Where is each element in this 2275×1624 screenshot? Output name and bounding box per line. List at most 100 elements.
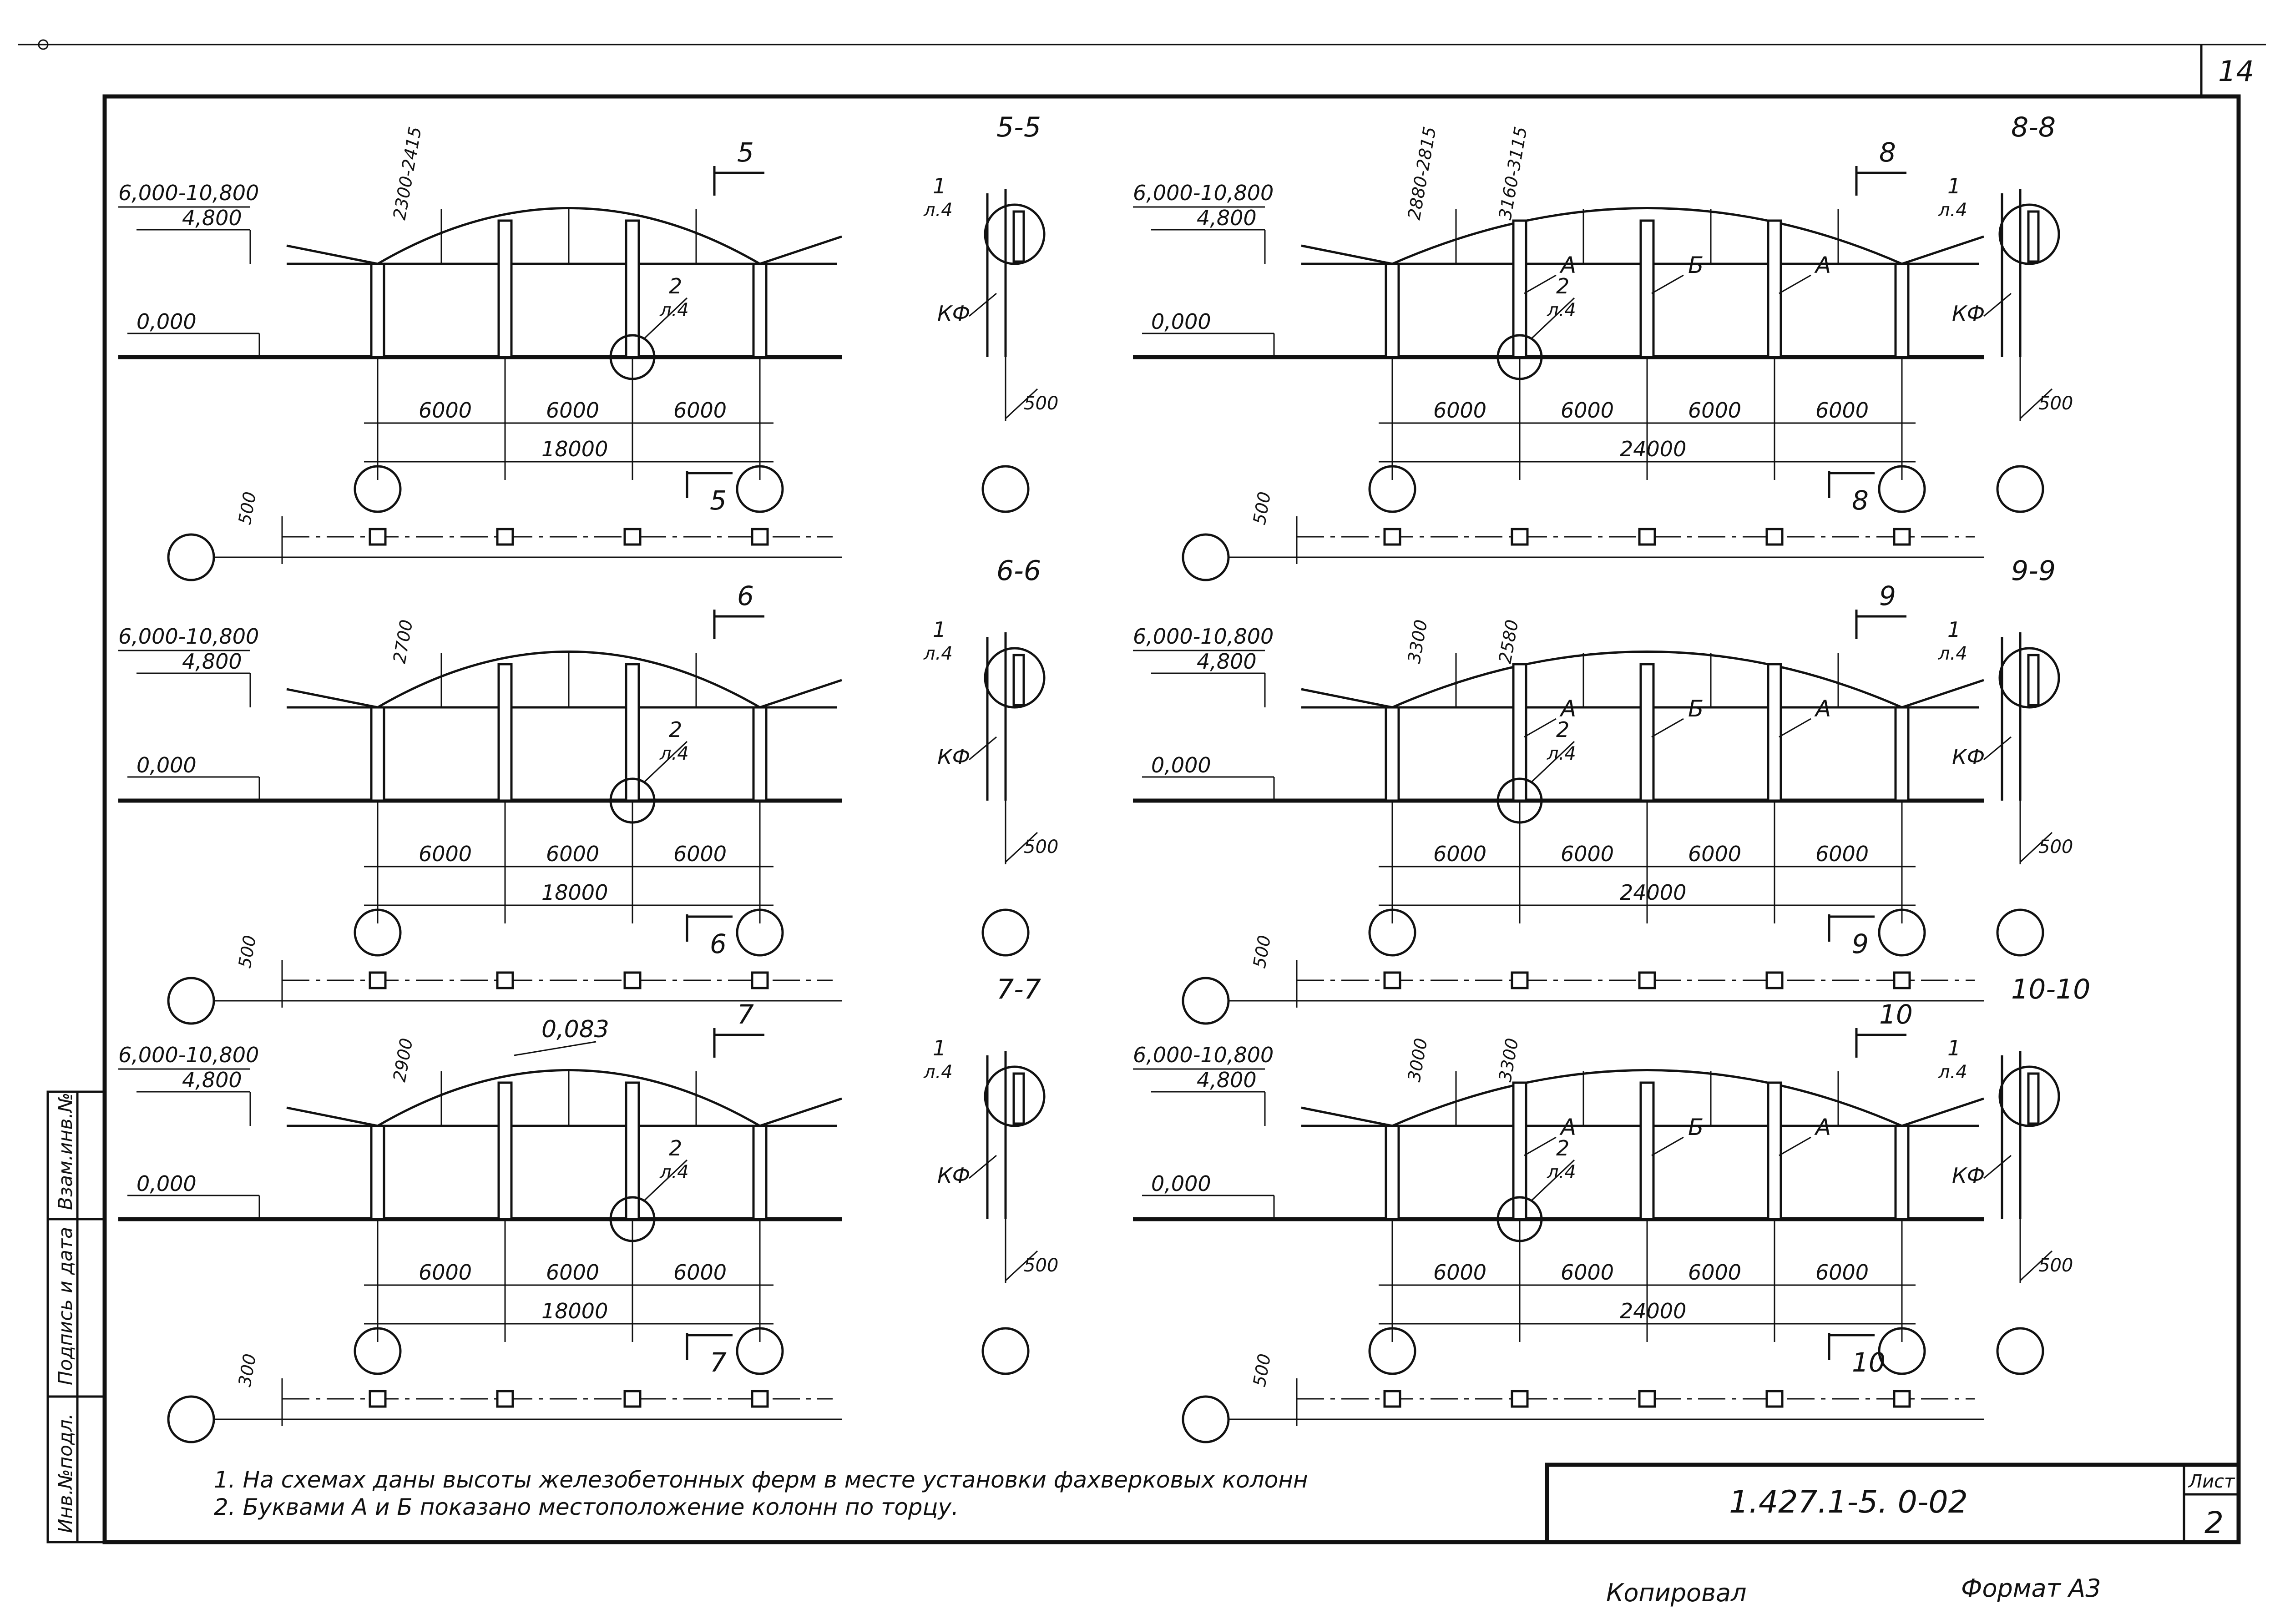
column-letter: А (1559, 1114, 1576, 1140)
stamp-inventory-original: Инв.№подл. (54, 1413, 76, 1533)
offset-dimension: 500 (2038, 837, 2073, 857)
column (1894, 706, 1910, 802)
column (1385, 262, 1400, 358)
sheet-number-corner: 14 (2218, 55, 2254, 88)
level-eaves: 4,800 (182, 206, 242, 230)
detail-callout-circle (1496, 777, 1543, 824)
column (1894, 262, 1910, 358)
node-callout-number: 1 (933, 174, 946, 198)
axis-bubble (1368, 908, 1416, 957)
axis-bubble (981, 908, 1030, 957)
axis-bubble (1878, 908, 1926, 957)
level-eaves: 4,800 (1197, 206, 1257, 230)
detail-callout-circle (1496, 1196, 1543, 1242)
section-mark-bottom: 5 (710, 485, 727, 516)
detail-callout-circle (609, 1196, 656, 1242)
spacing-dimension: 6000 (1688, 842, 1741, 866)
paper-format-label: Формат А3 (1961, 1574, 2101, 1603)
level-top-range: 6,000-10,800 (1133, 1043, 1274, 1067)
axis-bubble (981, 1327, 1030, 1375)
level-ground: 0,000 (136, 309, 197, 334)
level-ground: 0,000 (136, 753, 197, 777)
section-mark-top: 7 (737, 999, 754, 1030)
axis-bubble (354, 465, 402, 513)
spacing-dimension: 6000 (419, 842, 472, 866)
spacing-dimension: 6000 (1433, 398, 1486, 423)
callout-ref: л.4 (659, 743, 689, 764)
axis-bubble (1368, 1327, 1416, 1375)
span-dimension: 24000 (1620, 437, 1686, 461)
detail-callout-circle (609, 334, 656, 380)
axis-bubble (981, 465, 1030, 513)
column (370, 1125, 385, 1221)
column-letter: А (1559, 696, 1576, 722)
detail-callout-circle (609, 777, 656, 824)
offset-dimension: 500 (2038, 1255, 2073, 1276)
column (752, 706, 768, 802)
section-mark-bottom: 7 (710, 1347, 727, 1378)
callout-ref: л.4 (659, 1162, 689, 1183)
callout-number: 2 (669, 1136, 682, 1160)
offset-dimension: 500 (1024, 393, 1058, 414)
callout-number: 2 (1556, 717, 1569, 742)
spacing-dimension: 6000 (1561, 1260, 1614, 1285)
node-callout-ref: л.4 (1938, 1062, 1967, 1083)
column (1894, 1125, 1910, 1221)
axis-bubble (1996, 908, 2044, 957)
title-block: 1.427.1-5. 0-02 Лист 2 (1545, 1463, 2241, 1544)
axis-bubble (354, 1327, 402, 1375)
spacing-dimension: 6000 (1433, 842, 1486, 866)
node-callout-number: 1 (933, 1036, 946, 1060)
level-ground: 0,000 (1151, 1171, 1211, 1196)
axis-bubble (1996, 465, 2044, 513)
wind-post-label: КФ (1952, 745, 1985, 769)
spacing-dimension: 6000 (546, 398, 599, 423)
section-mark-top: 9 (1879, 580, 1896, 611)
column (1639, 219, 1655, 358)
node-callout-number: 1 (1947, 174, 1961, 198)
spacing-dimension: 6000 (673, 398, 727, 423)
column (497, 219, 513, 358)
level-ground: 0,000 (1151, 753, 1211, 777)
callout-ref: л.4 (1547, 1162, 1576, 1183)
axis-bubble (736, 465, 784, 513)
column (497, 1081, 513, 1221)
roof-slope: 0,083 (541, 1016, 609, 1043)
notes: 1. На схемах даны высоты железобетонных … (214, 1467, 1308, 1520)
column (370, 262, 385, 358)
column-letter: А (1814, 696, 1831, 722)
column (497, 663, 513, 802)
column-letter: Б (1688, 696, 1704, 722)
wind-post-label: КФ (1952, 1163, 1985, 1188)
sheet-label: Лист (2188, 1471, 2235, 1492)
left-stamp: Инв.№подл. Подпись и дата Взам.инв.№ (46, 1090, 106, 1543)
node-callout-number: 1 (1947, 617, 1961, 642)
section-mark-top: 6 (737, 580, 754, 611)
stamp-signature-date: Подпись и дата (54, 1227, 76, 1385)
spacing-dimension: 6000 (1688, 1260, 1741, 1285)
section-mark-top: 10 (1879, 999, 1913, 1030)
spacing-dimension: 6000 (1561, 842, 1614, 866)
detail-callout-circle (1496, 334, 1543, 380)
section-mark-top: 5 (737, 137, 754, 168)
callout-ref: л.4 (1547, 743, 1576, 764)
level-top-range: 6,000-10,800 (118, 1043, 259, 1067)
column (1767, 1081, 1782, 1221)
section-mark-bottom: 9 (1852, 928, 1869, 959)
column (1385, 706, 1400, 802)
column-letter: А (1814, 252, 1831, 278)
node-callout-circle (984, 1065, 1046, 1127)
node-callout-ref: л.4 (923, 1062, 953, 1083)
callout-number: 2 (1556, 274, 1569, 298)
offset-dimension: 500 (1024, 1255, 1058, 1276)
level-top-range: 6,000-10,800 (118, 181, 259, 205)
column (1639, 1081, 1655, 1221)
node-callout-ref: л.4 (1938, 200, 1967, 221)
sheet-frame: 14 (18, 39, 2266, 1544)
callout-ref: л.4 (1547, 300, 1576, 321)
node-callout-ref: л.4 (923, 643, 953, 664)
axis-bubble (354, 908, 402, 957)
